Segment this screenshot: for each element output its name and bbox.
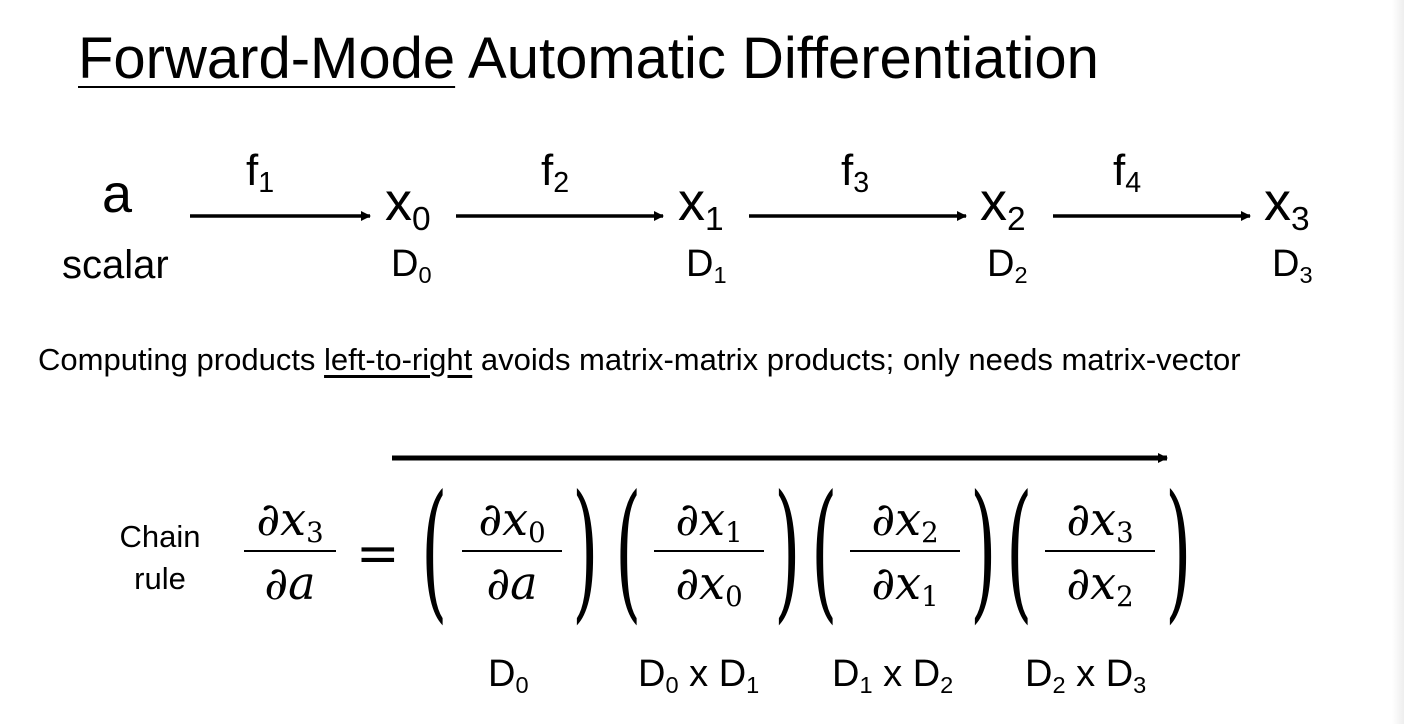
- function-f3: f3: [841, 146, 870, 200]
- dim-d2: D2: [987, 243, 1028, 289]
- dim-d3: D3: [1272, 243, 1313, 289]
- lhs-fraction: ∂x3 ∂a: [244, 492, 336, 610]
- factor-1-fraction: ∂x0 ∂a: [462, 492, 562, 610]
- node-x3: x3: [1264, 172, 1310, 239]
- start-node-a: a: [102, 164, 133, 224]
- left-paren-4: (: [1006, 464, 1033, 638]
- node-x0: x0: [385, 172, 431, 239]
- jacobian-dim-3: D1 x D2: [832, 653, 954, 699]
- factor-2-fraction: ∂x1 ∂x0: [654, 492, 764, 610]
- scalar-label: scalar: [62, 243, 169, 287]
- function-f1: f1: [246, 146, 275, 200]
- jacobian-dim-2: D0 x D1: [638, 653, 760, 699]
- node-x2: x2: [980, 172, 1026, 239]
- dim-d0: D0: [391, 243, 432, 289]
- left-to-right-underlined: left-to-right: [324, 342, 473, 377]
- explanation-sentence: Computing products left-to-right avoids …: [38, 342, 1241, 377]
- title-rest: Automatic Differentiation: [455, 26, 1099, 91]
- jacobian-dim-4: D2 x D3: [1025, 653, 1147, 699]
- factor-3-fraction: ∂x2 ∂x1: [850, 492, 960, 610]
- node-x1: x1: [678, 172, 724, 239]
- slide-title: Forward-Mode Automatic Differentiation: [78, 24, 1099, 94]
- left-paren-2: (: [615, 464, 642, 638]
- right-paren-3: ): [970, 464, 997, 638]
- right-paren-4: ): [1165, 464, 1192, 638]
- left-paren-3: (: [811, 464, 838, 638]
- title-underlined: Forward-Mode: [78, 26, 456, 91]
- right-paren-1: ): [572, 464, 599, 638]
- equals-sign: =: [356, 524, 400, 584]
- jacobian-dim-1: D0: [488, 653, 529, 699]
- dim-d1: D1: [686, 243, 727, 289]
- slide-edge-shadow: [1392, 0, 1404, 724]
- left-paren-1: (: [421, 464, 448, 638]
- function-f4: f4: [1113, 146, 1142, 200]
- right-paren-2: ): [774, 464, 801, 638]
- factor-4-fraction: ∂x3 ∂x2: [1045, 492, 1155, 610]
- function-f2: f2: [541, 146, 570, 200]
